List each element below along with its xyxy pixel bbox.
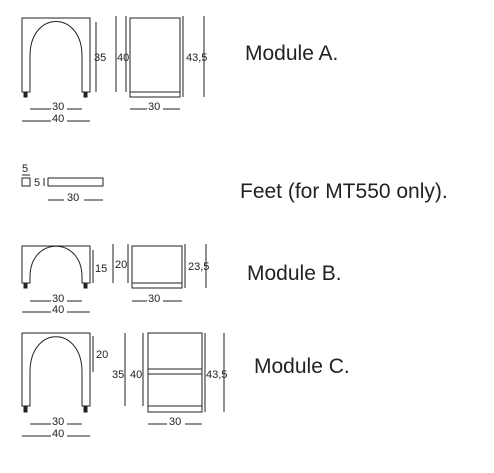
svg-text:5: 5 bbox=[34, 177, 40, 189]
feet-title: Feet (for MT550 only). bbox=[240, 180, 448, 203]
svg-text:40: 40 bbox=[52, 113, 64, 125]
svg-text:30: 30 bbox=[148, 101, 160, 113]
module-a-dim-arch-height: 35 bbox=[94, 22, 106, 92]
module-a-dim-side: 43,5 30 bbox=[130, 16, 207, 113]
svg-text:43,5: 43,5 bbox=[186, 52, 207, 64]
module-a-side-view bbox=[129, 17, 181, 98]
svg-text:30: 30 bbox=[169, 416, 181, 428]
svg-text:20: 20 bbox=[96, 349, 108, 361]
svg-text:40: 40 bbox=[117, 52, 129, 64]
module-c-dim-side: 43,5 30 bbox=[148, 333, 227, 428]
svg-text:30: 30 bbox=[52, 293, 64, 305]
module-b-dim-arch-height: 15 bbox=[92, 250, 107, 283]
feet-drawing: 5 5 30 bbox=[21, 163, 104, 204]
svg-text:40: 40 bbox=[52, 428, 64, 440]
svg-text:20: 20 bbox=[115, 259, 127, 271]
svg-text:30: 30 bbox=[52, 416, 64, 428]
svg-text:15: 15 bbox=[95, 263, 107, 275]
module-c-side-view bbox=[147, 332, 203, 413]
module-b-front-view bbox=[21, 245, 91, 289]
module-c-front-view bbox=[21, 332, 91, 413]
svg-text:30: 30 bbox=[148, 293, 160, 305]
module-b-dim-side: 23,5 30 bbox=[132, 244, 209, 305]
module-b-title: Module B. bbox=[247, 262, 342, 285]
module-b-dim-widths: 30 40 bbox=[22, 293, 90, 316]
module-b-dim-height: 20 bbox=[112, 244, 129, 283]
svg-text:43,5: 43,5 bbox=[206, 369, 227, 381]
svg-text:35: 35 bbox=[112, 369, 124, 381]
module-c-dim-upper-height: 20 bbox=[92, 336, 108, 372]
module-c-dim-widths: 30 40 bbox=[22, 416, 90, 440]
module-c-dim-arch-height: 35 bbox=[112, 333, 126, 406]
svg-text:30: 30 bbox=[52, 101, 64, 113]
svg-text:5: 5 bbox=[22, 163, 28, 175]
module-a-title: Module A. bbox=[245, 42, 339, 65]
svg-text:23,5: 23,5 bbox=[188, 261, 209, 273]
module-c-dim-height: 40 bbox=[130, 333, 144, 406]
module-c-title: Module C. bbox=[254, 355, 350, 378]
module-b-side-view bbox=[131, 245, 183, 289]
svg-text:40: 40 bbox=[52, 304, 64, 316]
svg-text:35: 35 bbox=[94, 52, 106, 64]
svg-text:30: 30 bbox=[67, 192, 79, 204]
svg-text:40: 40 bbox=[130, 369, 142, 381]
module-a-dim-widths: 30 40 bbox=[22, 101, 90, 125]
module-a-dim-height: 40 bbox=[115, 16, 129, 92]
module-a-front-view bbox=[21, 17, 91, 98]
